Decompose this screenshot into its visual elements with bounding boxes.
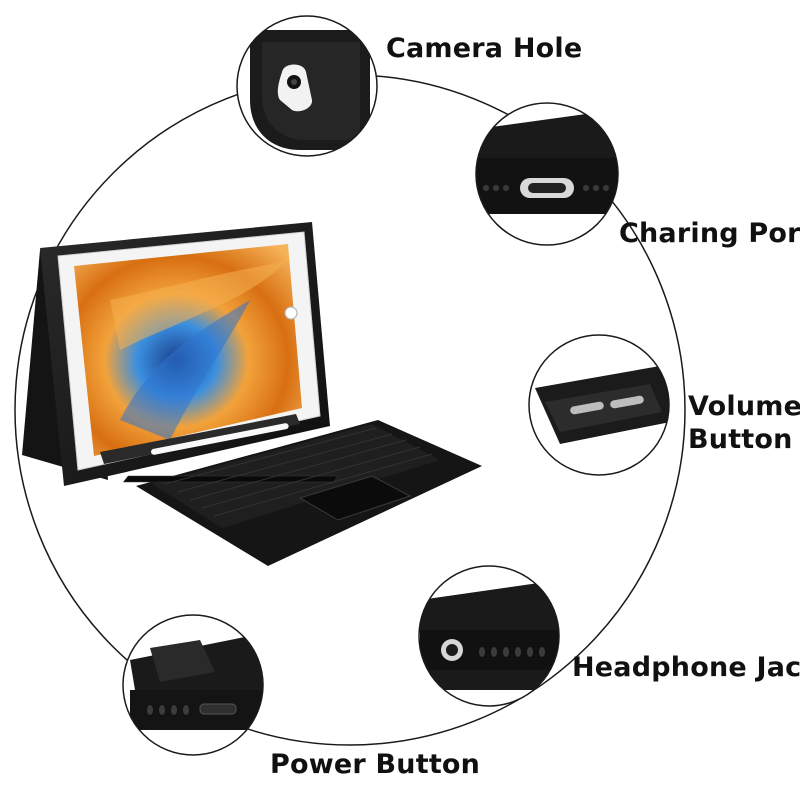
label-volume-button: Volume Button bbox=[688, 390, 800, 456]
label-charging-port: Charing Port bbox=[619, 218, 800, 249]
label-volume-line-1: Volume bbox=[688, 391, 800, 422]
camera-hole-detail bbox=[236, 15, 378, 157]
touchpad bbox=[298, 475, 412, 521]
label-power-button: Power Button bbox=[270, 749, 481, 780]
label-volume-line-2: Button bbox=[688, 424, 793, 455]
label-headphone-jack: Headphone Jack bbox=[572, 652, 800, 683]
headphone-jack-detail bbox=[418, 565, 560, 707]
charging-port-detail bbox=[475, 102, 619, 246]
label-camera-hole: Camera Hole bbox=[386, 33, 583, 64]
tablet-keyboard-case bbox=[22, 222, 482, 566]
power-button-detail bbox=[122, 614, 264, 756]
volume-button-detail bbox=[528, 334, 670, 476]
